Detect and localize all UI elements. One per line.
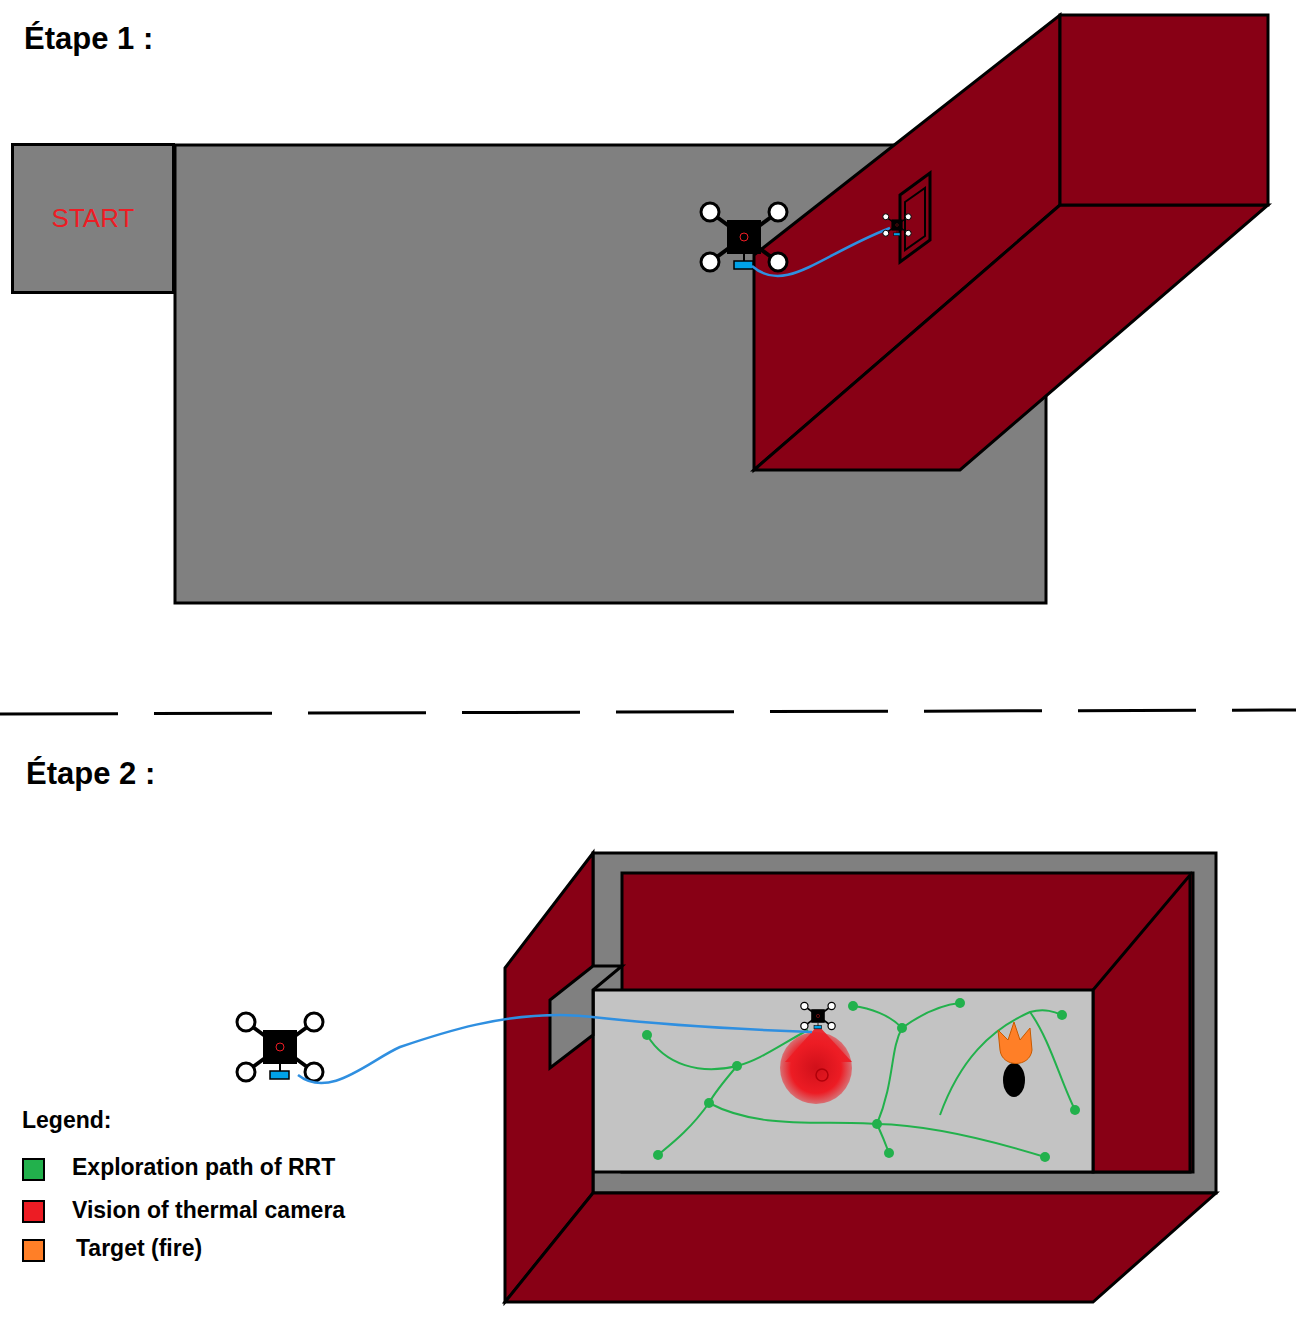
- area-label: START: [52, 203, 135, 234]
- stage-2-scene: [237, 853, 1216, 1302]
- legend-text: Vision of thermal camera: [72, 1197, 345, 1225]
- stage-1-scene: [175, 15, 1268, 603]
- legend-swatch: [22, 1200, 45, 1223]
- legend-text: Exploration path of RRT: [72, 1154, 335, 1182]
- legend-swatch: [22, 1239, 45, 1262]
- step-heading: Étape 2 :: [26, 755, 155, 792]
- start-area: START: [11, 143, 175, 294]
- step-heading: Étape 1 :: [24, 20, 153, 57]
- legend-swatch: [22, 1158, 45, 1181]
- separator: [0, 710, 1296, 714]
- legend-text: Target (fire): [76, 1235, 202, 1263]
- legend-heading: Legend:: [22, 1107, 111, 1135]
